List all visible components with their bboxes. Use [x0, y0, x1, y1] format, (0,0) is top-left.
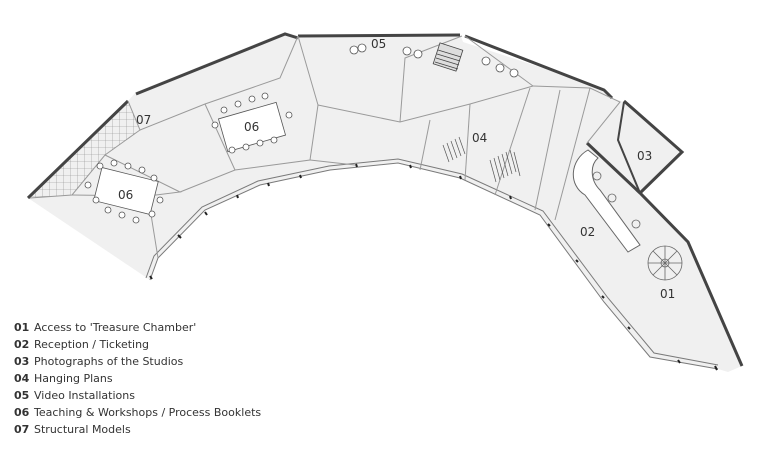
floor-slab	[28, 32, 742, 372]
legend-item: 05 Video Installations	[14, 387, 261, 404]
legend-item: 03 Photographs of the Studios	[14, 353, 261, 370]
spiral-staircase	[647, 245, 683, 281]
structural-models-grid	[30, 101, 140, 198]
legend: 01 Access to 'Treasure Chamber' 02 Recepti…	[14, 319, 261, 438]
legend-text: Hanging Plans	[34, 372, 113, 385]
zone-label-03: 03	[637, 149, 652, 163]
zone-label-02: 02	[580, 225, 595, 239]
legend-number: 01	[14, 321, 30, 334]
legend-item: 06 Teaching & Workshops / Process Booklet…	[14, 404, 261, 421]
reception-desk	[572, 149, 641, 253]
legend-number: 04	[14, 372, 30, 385]
video-installation-seating	[349, 43, 519, 78]
legend-number: 03	[14, 355, 30, 368]
legend-number: 07	[14, 423, 30, 436]
room-03-walls	[616, 101, 641, 194]
legend-text: Video Installations	[34, 389, 135, 402]
legend-text: Structural Models	[34, 423, 131, 436]
zone-label-01: 01	[660, 287, 675, 301]
workshop-table-left	[84, 159, 164, 224]
workshop-table-right	[211, 92, 293, 154]
zone-label-05: 05	[371, 37, 386, 51]
legend-text: Photographs of the Studios	[34, 355, 184, 368]
legend-text: Reception / Ticketing	[34, 338, 150, 351]
legend-text: Teaching & Workshops / Process Booklets	[34, 406, 262, 419]
legend-item: 07 Structural Models	[14, 421, 261, 438]
zone-label-04: 04	[472, 131, 487, 145]
legend-item: 04 Hanging Plans	[14, 370, 261, 387]
legend-number: 02	[14, 338, 30, 351]
legend-number: 06	[14, 406, 30, 419]
legend-number: 05	[14, 389, 30, 402]
legend-item: 01 Access to 'Treasure Chamber'	[14, 319, 261, 336]
zone-label-06-right: 06	[244, 120, 259, 134]
mullions	[149, 163, 718, 371]
zone-label-07: 07	[136, 113, 151, 127]
bleacher-seating	[432, 42, 464, 72]
legend-text: Access to 'Treasure Chamber'	[34, 321, 197, 334]
outer-walls	[26, 32, 744, 367]
zone-label-06-left: 06	[118, 188, 133, 202]
inner-curtain-wall	[145, 158, 719, 370]
hanging-plan-racks	[442, 136, 521, 183]
legend-item: 02 Reception / Ticketing	[14, 336, 261, 353]
